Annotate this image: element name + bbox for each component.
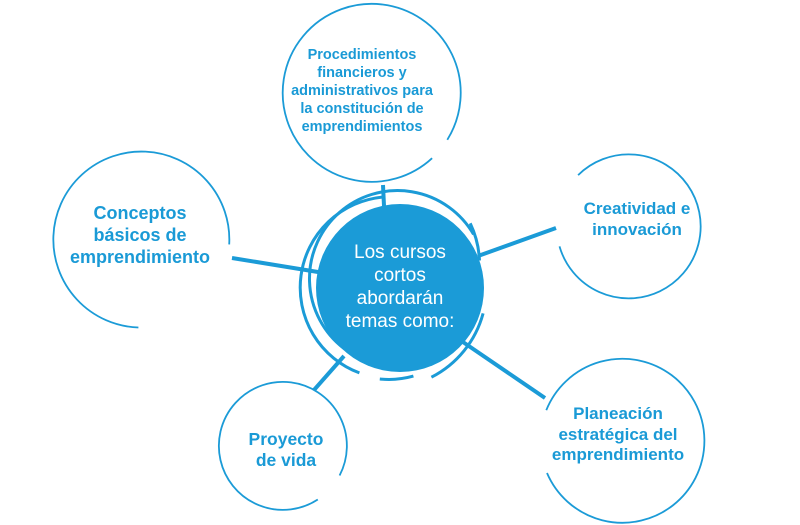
center-ring-outer-right-bottom [430, 313, 485, 379]
topic-label-financial-procedures: Procedimientos financieros y administrat… [291, 47, 433, 135]
center-label: Los cursos cortos abordarán temas como: [345, 242, 455, 332]
topic-label-creativity: Creatividad e innovación [583, 199, 691, 239]
center-ring-outer-left [298, 195, 384, 375]
center-circle [316, 204, 484, 372]
connector-left [231, 256, 319, 274]
topic-circle-right [558, 153, 702, 300]
connector-right [477, 226, 557, 258]
topic-circle-left [52, 150, 231, 329]
topic-circle-top [281, 2, 462, 183]
topic-label-basic-concepts: Conceptos básicos de emprendimiento [69, 203, 211, 267]
topic-label-strategic-planning: Planeación estratégica del emprendimient… [551, 403, 685, 465]
center-ring-outer-right-top [468, 222, 481, 261]
topic-circle-bottom-left [217, 380, 348, 511]
topic-circle-bottom-right [545, 357, 706, 524]
topic-label-life-project: Proyecto de vida [248, 428, 324, 470]
connector-bottom-right [458, 338, 547, 400]
center-ring-outer-bottom [379, 374, 414, 381]
connector-top [381, 184, 386, 207]
